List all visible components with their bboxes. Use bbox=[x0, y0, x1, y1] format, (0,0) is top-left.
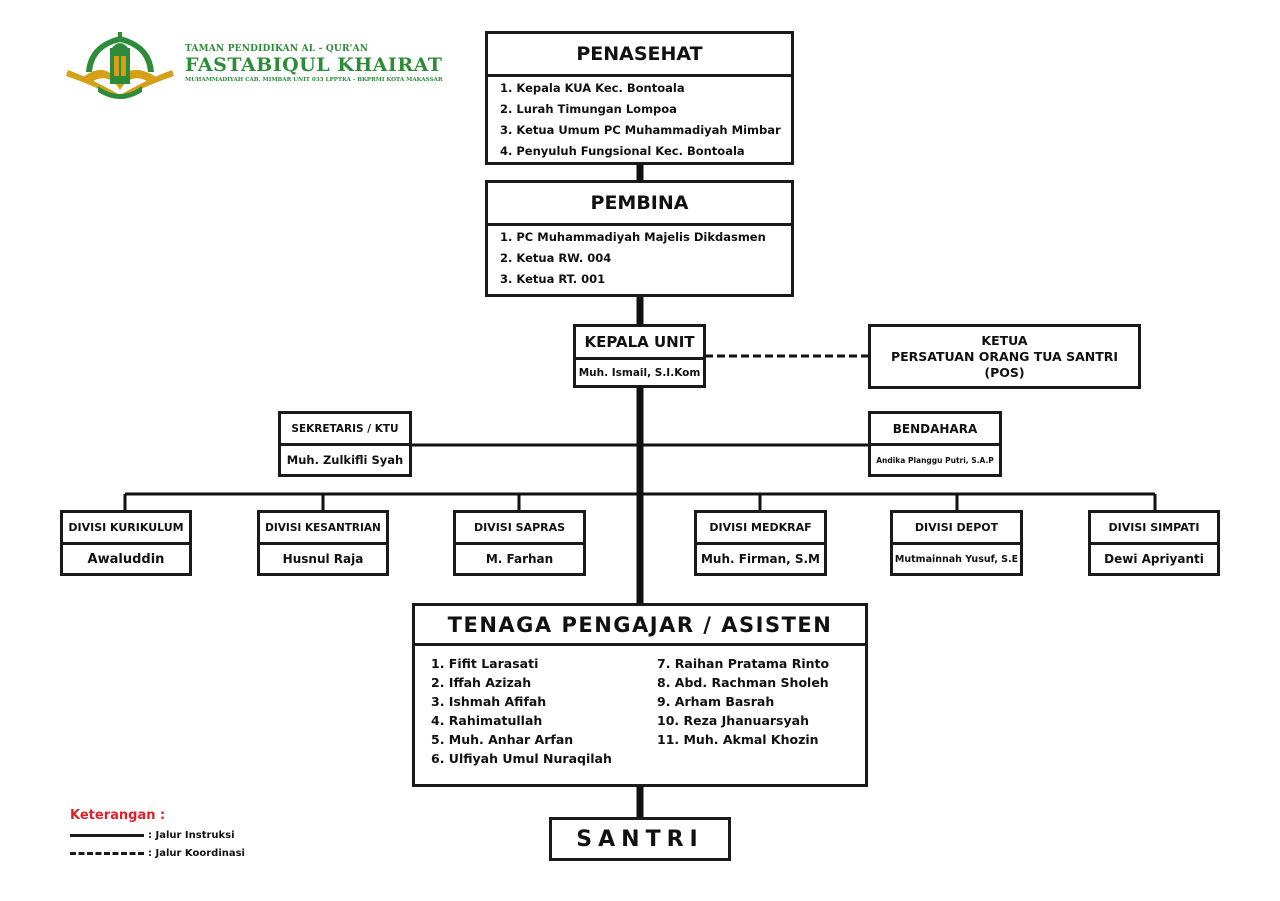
ketua-pos-line1: KETUA bbox=[981, 332, 1028, 348]
santri-title: SANTRI bbox=[576, 826, 704, 852]
tenaga-pengajar-columns: 1. Fifit Larasati 2. Iffah Azizah 3. Ish… bbox=[415, 646, 865, 770]
bendahara-name: Andika Planggu Putri, S.A.P bbox=[876, 455, 994, 465]
division-name: Muh. Firman, S.M bbox=[700, 552, 820, 566]
teacher-item: 9. Arham Basrah bbox=[657, 694, 775, 709]
division-box: DIVISI SIMPATI Dewi Apriyanti bbox=[1088, 510, 1220, 576]
penasehat-item: 4. Penyuluh Fungsional Kec. Bontoala bbox=[500, 144, 745, 158]
division-title: DIVISI KESANTRIAN bbox=[260, 513, 386, 545]
penasehat-item: 3. Ketua Umum PC Muhammadiyah Mimbar bbox=[500, 123, 781, 137]
pembina-list: 1. PC Muhammadiyah Majelis Dikdasmen 2. … bbox=[488, 226, 791, 293]
teacher-item: 6. Ulfiyah Umul Nuraqilah bbox=[431, 751, 612, 766]
teacher-item: 4. Rahimatullah bbox=[431, 713, 543, 728]
division-title: DIVISI SIMPATI bbox=[1091, 513, 1217, 545]
division-title: DIVISI DEPOT bbox=[893, 513, 1020, 545]
teacher-item: 2. Iffah Azizah bbox=[431, 675, 532, 690]
logo-emblem-icon bbox=[66, 32, 174, 99]
sekretaris-name: Muh. Zulkifli Syah bbox=[286, 453, 404, 467]
pembina-item: 2. Ketua RW. 004 bbox=[500, 251, 612, 265]
pembina-title: PEMBINA bbox=[488, 183, 791, 226]
teacher-item: 7. Raihan Pratama Rinto bbox=[657, 656, 830, 671]
solid-line-icon bbox=[70, 834, 144, 837]
ketua-pos-line3: (POS) bbox=[984, 364, 1025, 380]
division-name: M. Farhan bbox=[485, 552, 554, 566]
penasehat-item: 1. Kepala KUA Kec. Bontoala bbox=[500, 81, 685, 95]
division-box: DIVISI KESANTRIAN Husnul Raja bbox=[257, 510, 389, 576]
teacher-item: 8. Abd. Rachman Sholeh bbox=[657, 675, 829, 690]
bendahara-title: BENDAHARA bbox=[871, 414, 999, 446]
penasehat-list: 1. Kepala KUA Kec. Bontoala 2. Lurah Tim… bbox=[488, 77, 791, 165]
division-box: DIVISI SAPRAS M. Farhan bbox=[453, 510, 586, 576]
logo-line3: MUHAMMADIYAH CAB. MIMBAR UNIT 033 LPPTKA… bbox=[185, 77, 443, 83]
penasehat-title: PENASEHAT bbox=[488, 34, 791, 77]
division-title: DIVISI SAPRAS bbox=[456, 513, 583, 545]
tenaga-pengajar-col2: 7. Raihan Pratama Rinto 8. Abd. Rachman … bbox=[657, 656, 829, 770]
legend-instruksi-label: : Jalur Instruksi bbox=[148, 830, 235, 841]
teacher-item: 3. Ishmah Afifah bbox=[431, 694, 547, 709]
logo-line2: FASTABIQUL KHAIRAT bbox=[185, 54, 443, 76]
kepala-unit-title: KEPALA UNIT bbox=[576, 327, 703, 360]
penasehat-box: PENASEHAT 1. Kepala KUA Kec. Bontoala 2.… bbox=[485, 31, 794, 165]
sekretaris-title: SEKRETARIS / KTU bbox=[281, 414, 409, 446]
teacher-item: 1. Fifit Larasati bbox=[431, 656, 539, 671]
tenaga-pengajar-col1: 1. Fifit Larasati 2. Iffah Azizah 3. Ish… bbox=[431, 656, 657, 770]
logo-line1: TAMAN PENDIDIKAN AL - QUR'AN bbox=[185, 44, 369, 54]
ketua-pos-box: KETUA PERSATUAN ORANG TUA SANTRI (POS) bbox=[868, 324, 1141, 389]
legend-title: Keterangan : bbox=[70, 808, 166, 823]
division-box: DIVISI DEPOT Mutmainnah Yusuf, S.E bbox=[890, 510, 1023, 576]
dashed-line-icon bbox=[70, 852, 144, 855]
kepala-unit-name: Muh. Ismail, S.I.Kom bbox=[578, 366, 701, 379]
tenaga-pengajar-title: TENAGA PENGAJAR / ASISTEN bbox=[415, 606, 865, 646]
ketua-pos-line2: PERSATUAN ORANG TUA SANTRI bbox=[890, 348, 1119, 364]
division-box: DIVISI KURIKULUM Awaluddin bbox=[60, 510, 192, 576]
division-name: Husnul Raja bbox=[282, 552, 364, 566]
santri-box: SANTRI bbox=[549, 817, 731, 861]
legend-row-instruksi: : Jalur Instruksi bbox=[70, 830, 245, 841]
pembina-item: 3. Ketua RT. 001 bbox=[500, 272, 606, 286]
division-name: Mutmainnah Yusuf, S.E bbox=[894, 553, 1019, 565]
tenaga-pengajar-box: TENAGA PENGAJAR / ASISTEN 1. Fifit Laras… bbox=[412, 603, 868, 787]
division-name: Awaluddin bbox=[87, 551, 165, 567]
pembina-box: PEMBINA 1. PC Muhammadiyah Majelis Dikda… bbox=[485, 180, 794, 297]
teacher-item: 5. Muh. Anhar Arfan bbox=[431, 732, 574, 747]
division-title: DIVISI KURIKULUM bbox=[63, 513, 189, 545]
division-name: Dewi Apriyanti bbox=[1104, 552, 1204, 566]
pembina-item: 1. PC Muhammadiyah Majelis Dikdasmen bbox=[500, 230, 766, 244]
teacher-item: 10. Reza Jhanuarsyah bbox=[657, 713, 809, 728]
teacher-item: 11. Muh. Akmal Khozin bbox=[657, 732, 819, 747]
bendahara-box: BENDAHARA Andika Planggu Putri, S.A.P bbox=[868, 411, 1002, 477]
division-title: DIVISI MEDKRAF bbox=[697, 513, 824, 545]
penasehat-item: 2. Lurah Timungan Lompoa bbox=[500, 102, 677, 116]
logo-text: TAMAN PENDIDIKAN AL - QUR'AN FASTABIQUL … bbox=[185, 44, 443, 83]
legend-row-koordinasi: : Jalur Koordinasi bbox=[70, 848, 245, 859]
legend: Keterangan : : Jalur Instruksi : Jalur K… bbox=[70, 808, 245, 859]
division-box: DIVISI MEDKRAF Muh. Firman, S.M bbox=[694, 510, 827, 576]
kepala-unit-box: KEPALA UNIT Muh. Ismail, S.I.Kom bbox=[573, 324, 706, 388]
legend-koordinasi-label: : Jalur Koordinasi bbox=[148, 848, 245, 859]
sekretaris-box: SEKRETARIS / KTU Muh. Zulkifli Syah bbox=[278, 411, 412, 477]
